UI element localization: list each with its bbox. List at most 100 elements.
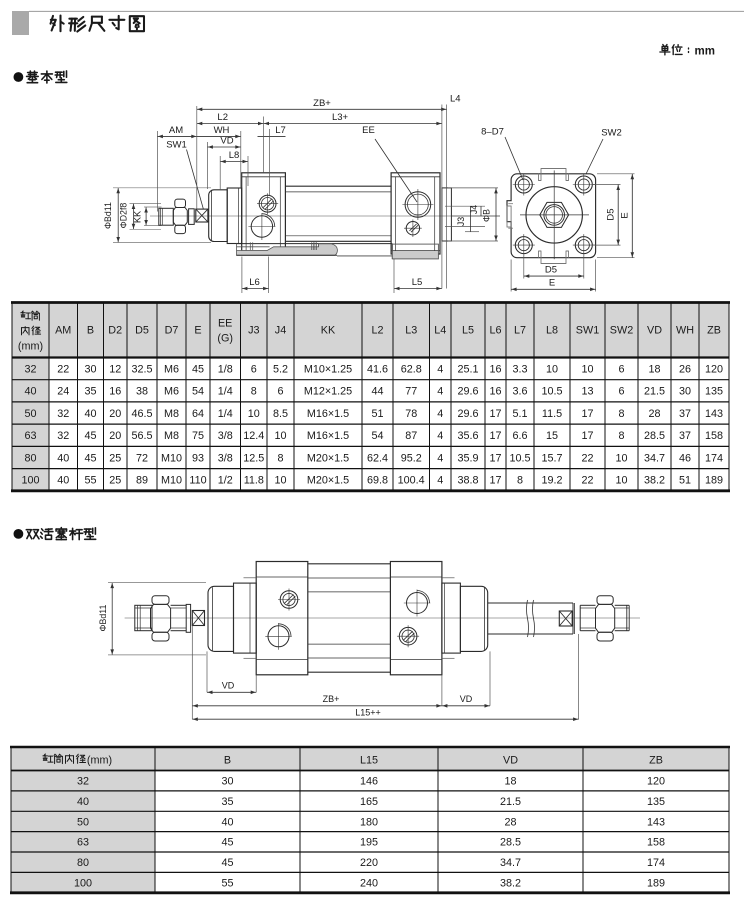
svg-text:44: 44 [371,386,383,398]
svg-text:120: 120 [647,776,665,788]
svg-text:21.5: 21.5 [644,386,665,398]
svg-text:29.6: 29.6 [457,386,478,398]
svg-text:19.2: 19.2 [541,475,562,487]
svg-text:VD: VD [222,681,235,691]
svg-text:D2: D2 [108,325,122,337]
svg-text:50: 50 [77,816,89,828]
svg-text:VD: VD [503,755,518,767]
svg-text:25: 25 [109,452,121,464]
svg-text:8.5: 8.5 [273,408,288,420]
svg-text:95.2: 95.2 [401,452,422,464]
svg-text:8: 8 [251,386,257,398]
svg-text:D5: D5 [135,325,149,337]
svg-text:M6: M6 [164,363,179,375]
svg-text:WH: WH [214,125,230,136]
svg-text:3/8: 3/8 [218,452,233,464]
svg-text:ZB: ZB [707,325,721,337]
svg-text:143: 143 [705,408,723,420]
svg-text:37: 37 [679,430,691,442]
svg-text:M20×1.5: M20×1.5 [307,452,349,464]
svg-text:54: 54 [371,430,383,442]
svg-text:(mm): (mm) [18,341,43,353]
svg-text:E: E [549,278,555,289]
svg-text:40: 40 [57,452,69,464]
svg-text:15: 15 [546,430,558,442]
svg-text:8: 8 [618,430,624,442]
svg-text:D5: D5 [545,265,557,276]
svg-text:40: 40 [77,796,89,808]
svg-text:35: 35 [221,796,233,808]
svg-text:L8: L8 [229,150,240,161]
svg-text:146: 146 [360,776,378,788]
svg-text:30: 30 [84,363,96,375]
svg-text:1/4: 1/4 [218,408,233,420]
svg-text:10: 10 [615,475,627,487]
svg-text:189: 189 [647,877,665,889]
svg-text:100: 100 [21,475,39,487]
svg-text:35: 35 [84,386,96,398]
svg-text:46: 46 [679,452,691,464]
svg-text:J4: J4 [275,325,286,337]
svg-text:KK: KK [321,325,336,337]
svg-text:ZB+: ZB+ [313,98,331,109]
svg-text:45: 45 [84,430,96,442]
svg-text:189: 189 [705,475,723,487]
svg-text:40: 40 [24,386,36,398]
svg-text:E: E [194,325,201,337]
svg-text:77: 77 [405,386,417,398]
svg-text:6: 6 [618,363,624,375]
svg-text:3/8: 3/8 [218,430,233,442]
svg-text:10.5: 10.5 [509,452,530,464]
svg-text:5.1: 5.1 [512,408,527,420]
svg-text:B: B [87,325,94,337]
svg-text:KK: KK [133,210,143,223]
svg-text:4: 4 [437,430,443,442]
svg-text:35.6: 35.6 [457,430,478,442]
svg-text:21.5: 21.5 [500,796,521,808]
svg-text:J4: J4 [469,205,479,214]
svg-text:10: 10 [274,475,286,487]
svg-text:56.5: 56.5 [131,430,152,442]
svg-text:16: 16 [489,386,501,398]
svg-text:4: 4 [437,475,443,487]
svg-text:AM: AM [55,325,71,337]
svg-text:15.7: 15.7 [541,452,562,464]
svg-text:64: 64 [192,408,204,420]
svg-text:22: 22 [57,363,69,375]
svg-text:ΦD2f8: ΦD2f8 [119,203,129,229]
svg-text:L8: L8 [546,325,558,337]
svg-text:30: 30 [679,386,691,398]
svg-text:63: 63 [24,430,36,442]
svg-text:EE: EE [218,318,232,330]
svg-text:mm: mm [695,45,715,57]
svg-text:28: 28 [648,408,660,420]
svg-text:M10: M10 [161,475,182,487]
svg-text:75: 75 [192,430,204,442]
svg-text:16: 16 [489,363,501,375]
svg-text:22: 22 [581,475,593,487]
svg-text:17: 17 [581,430,593,442]
svg-text:6: 6 [251,363,257,375]
svg-text:62.4: 62.4 [367,452,388,464]
svg-text:195: 195 [360,837,378,849]
svg-text:29.6: 29.6 [457,408,478,420]
svg-text:4: 4 [437,363,443,375]
svg-text:17: 17 [489,430,501,442]
svg-text:10: 10 [615,452,627,464]
svg-text:28: 28 [504,816,516,828]
svg-text:(mm): (mm) [87,755,112,767]
svg-text:41.6: 41.6 [367,363,388,375]
svg-text:10: 10 [546,363,558,375]
svg-text:ZB: ZB [649,755,663,767]
svg-text:78: 78 [405,408,417,420]
svg-text:3.6: 3.6 [512,386,527,398]
svg-text:ZB+: ZB+ [323,694,340,704]
svg-text:8: 8 [277,452,283,464]
svg-text:M16×1.5: M16×1.5 [307,408,349,420]
svg-text:45: 45 [221,857,233,869]
svg-text:45: 45 [192,363,204,375]
svg-text:69.8: 69.8 [367,475,388,487]
svg-text:55: 55 [221,877,233,889]
svg-text:10.5: 10.5 [541,386,562,398]
svg-text:11.5: 11.5 [542,408,562,420]
